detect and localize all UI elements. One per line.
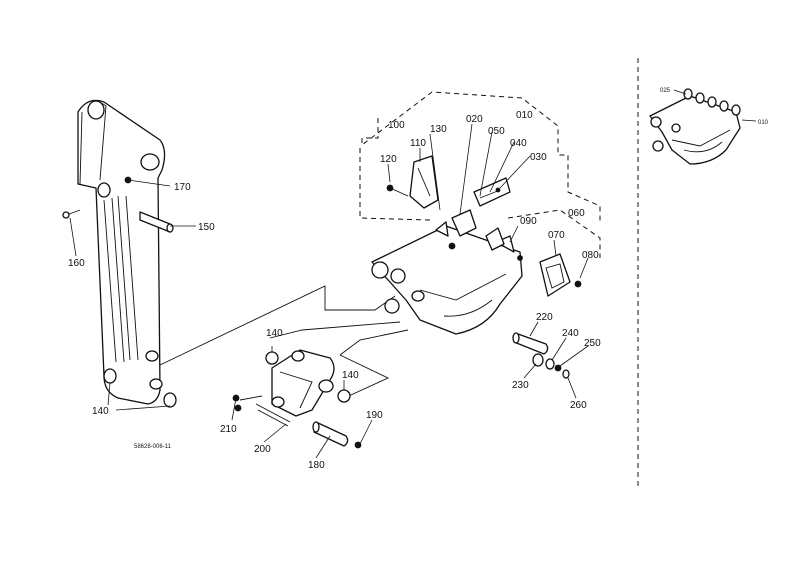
- washer-140-link-right: [337, 389, 351, 403]
- bolt-160: [62, 209, 81, 219]
- assembly-010-dashed-frame: [359, 91, 601, 258]
- callout-240: 240: [562, 328, 579, 339]
- leader-lines: [69, 123, 589, 459]
- callout-010: 010: [516, 110, 533, 121]
- callout-050: 050: [488, 126, 505, 137]
- callout-220: 220: [536, 312, 553, 323]
- teeth-adapters: [451, 177, 511, 251]
- projection-lines: [159, 285, 409, 401]
- drawing-number: 58628-006-11: [134, 444, 172, 450]
- callout-150: 150: [198, 222, 215, 233]
- pin-150: [139, 211, 174, 233]
- callout-170: 170: [174, 182, 191, 193]
- callout-100: 100: [388, 120, 405, 131]
- callout-190: 190: [366, 410, 383, 421]
- callout-140-link-right: 140: [342, 370, 359, 381]
- callout-090: 090: [520, 216, 537, 227]
- inset-callout-010: 010: [758, 120, 769, 126]
- callout-110: 110: [410, 138, 426, 149]
- callout-160: 160: [68, 258, 85, 269]
- pin-180: [312, 421, 349, 447]
- callout-labels: 010 020 030 040 050 060 070 080 090 100 …: [68, 110, 601, 471]
- callout-120: 120: [380, 154, 397, 165]
- callout-060: 060: [568, 208, 585, 219]
- bolt-080: [574, 280, 582, 288]
- washer-140-left: [103, 368, 117, 384]
- callout-030: 030: [530, 152, 547, 163]
- callout-210: 210: [220, 424, 237, 435]
- callout-250: 250: [584, 338, 601, 349]
- callout-130: 130: [430, 124, 447, 135]
- callout-020: 020: [466, 114, 483, 125]
- callout-230: 230: [512, 380, 529, 391]
- bucket: [371, 221, 523, 335]
- plate-110: [409, 155, 439, 209]
- callout-040: 040: [510, 138, 527, 149]
- pin-220: [512, 332, 549, 355]
- callout-140-arm: 140: [92, 406, 109, 417]
- callout-070: 070: [548, 230, 565, 241]
- bolt-190: [354, 441, 362, 449]
- washer-140-right: [163, 392, 177, 408]
- arm: [77, 99, 166, 405]
- callout-080: 080: [582, 250, 599, 261]
- callout-180: 180: [308, 460, 325, 471]
- washer-140-link-left: [265, 351, 279, 365]
- link-assembly: [232, 349, 335, 427]
- bucket-inset: [649, 88, 757, 165]
- plate-070: [539, 253, 571, 297]
- bolt-120: [386, 184, 409, 197]
- pin-parts-230-260: [532, 353, 570, 379]
- callout-200: 200: [254, 444, 271, 455]
- callout-260: 260: [570, 400, 587, 411]
- inset-callout-025: 025: [660, 88, 671, 94]
- callout-140-link-left: 140: [266, 328, 283, 339]
